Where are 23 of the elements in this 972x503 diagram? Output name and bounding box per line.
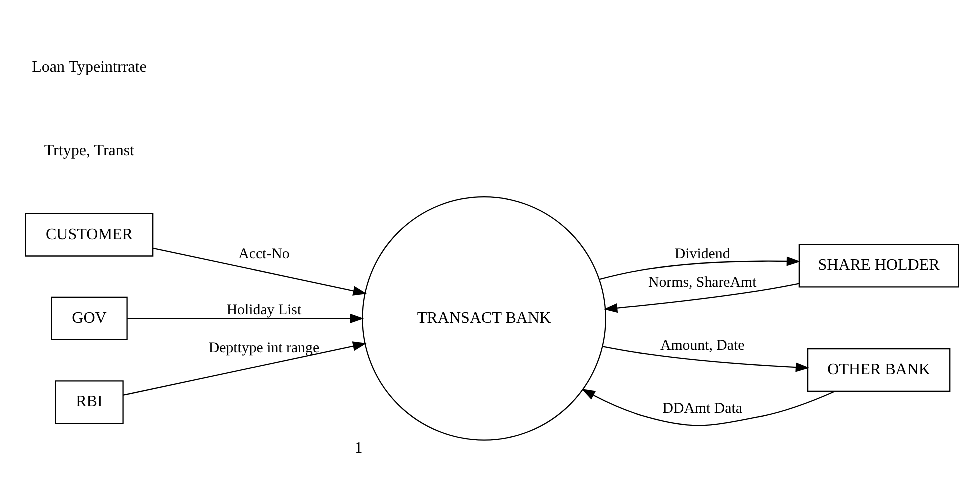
label: Loan Typeintrrate (32, 58, 147, 76)
node-circle: TRANSACT BANK (362, 196, 606, 440)
edge-label: Depttype int range (208, 340, 320, 356)
node-box: RBI (55, 380, 124, 424)
arrow (600, 256, 801, 280)
arrow (153, 247, 368, 296)
node-box: GOV (51, 296, 128, 340)
edge-label: Acct-No (238, 246, 290, 262)
node-box: OTHER BANK (807, 348, 951, 392)
node-label: 1 (354, 440, 363, 457)
arrow (602, 346, 810, 372)
edge-label: Norms, ShareAmt (648, 274, 757, 291)
arrow (128, 313, 364, 324)
arrow (582, 388, 836, 426)
node-box: SHARE HOLDER (798, 244, 960, 288)
edge-label: Holiday List (226, 302, 302, 318)
label: Trtype, Transt (44, 142, 135, 160)
arrow (604, 282, 800, 313)
edge-label: DDAmt Data (662, 400, 742, 417)
arrow (123, 341, 367, 396)
edge-label: Amount, Date (660, 338, 745, 354)
edge-label: Dividend (674, 246, 730, 262)
node-box: CUSTOMER (25, 212, 154, 256)
